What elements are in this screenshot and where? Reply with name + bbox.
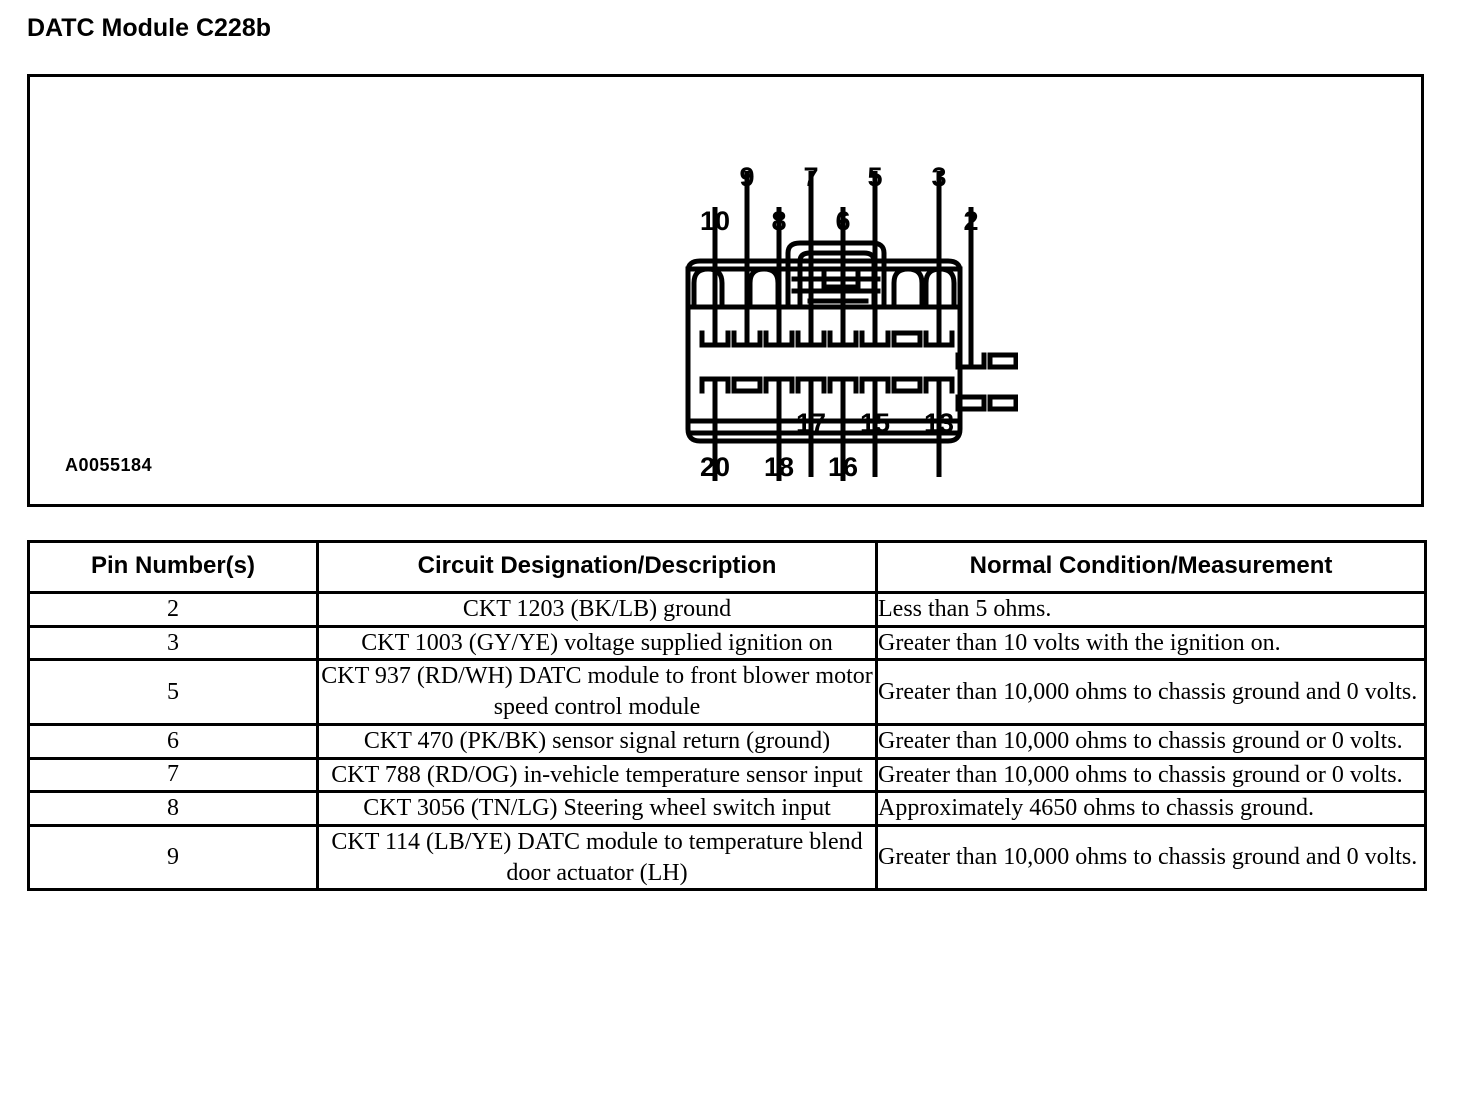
pin-callout-3: 3 [931,162,947,192]
connector-illustration [628,111,1018,481]
column-header-condition: Normal Condition/Measurement [875,540,1427,594]
pin-callout-20: 20 [699,452,731,482]
cell-pin-number: 3 [27,624,319,662]
pin-description-table: Pin Number(s) Circuit Designation/Descri… [27,540,1427,892]
pin-callout-18: 18 [763,452,795,482]
cell-description: CKT 1003 (GY/YE) voltage supplied igniti… [316,624,878,662]
table-row: 7 CKT 788 (RD/OG) in-vehicle temperature… [27,756,1427,794]
cell-pin-number: 9 [27,824,319,892]
table-row: 3 CKT 1003 (GY/YE) voltage supplied igni… [27,624,1427,662]
drawing-reference-code: A0055184 [65,455,153,475]
table-row: 6 CKT 470 (PK/BK) sensor signal return (… [27,722,1427,760]
column-header-description: Circuit Designation/Description [316,540,878,594]
pin-callout-8: 8 [771,206,787,236]
pin-callout-17: 17 [795,408,827,438]
pin-callout-15: 15 [859,408,891,438]
pin-callout-7: 7 [803,162,819,192]
pin-callout-9: 9 [739,162,755,192]
cell-condition: Approximately 4650 ohms to chassis groun… [875,790,1427,828]
cell-condition: Less than 5 ohms. [875,591,1427,628]
cell-condition: Greater than 10 volts with the ignition … [875,624,1427,662]
cell-pin-number: 8 [27,790,319,828]
cell-condition: Greater than 10,000 ohms to chassis grou… [875,658,1427,726]
cell-description: CKT 470 (PK/BK) sensor signal return (gr… [316,722,878,760]
table-row: 8 CKT 3056 (TN/LG) Steering wheel switch… [27,790,1427,828]
cell-description: CKT 1203 (BK/LB) ground [316,591,878,628]
cell-pin-number: 7 [27,756,319,794]
table-row: 5 CKT 937 (RD/WH) DATC module to front b… [27,658,1427,726]
pin-callout-5: 5 [867,162,883,192]
cell-condition: Greater than 10,000 ohms to chassis grou… [875,722,1427,760]
cell-description: CKT 788 (RD/OG) in-vehicle temperature s… [316,756,878,794]
table-header-row: Pin Number(s) Circuit Designation/Descri… [27,540,1427,594]
table-row: 9 CKT 114 (LB/YE) DATC module to tempera… [27,824,1427,892]
cell-description: CKT 114 (LB/YE) DATC module to temperatu… [316,824,878,892]
column-header-pin-number: Pin Number(s) [27,540,319,594]
table-row: 2 CKT 1203 (BK/LB) ground Less than 5 oh… [27,591,1427,628]
pin-callout-6: 6 [835,206,851,236]
cell-condition: Greater than 10,000 ohms to chassis grou… [875,824,1427,892]
cell-condition: Greater than 10,000 ohms to chassis grou… [875,756,1427,794]
page-title: DATC Module C228b [27,14,271,42]
pin-callout-16: 16 [827,452,859,482]
connector-diagram-panel: 9 7 5 3 10 8 6 2 17 15 13 20 18 16 A0055… [27,74,1424,507]
pin-callout-2: 2 [963,206,979,236]
cell-description: CKT 937 (RD/WH) DATC module to front blo… [316,658,878,726]
cell-description: CKT 3056 (TN/LG) Steering wheel switch i… [316,790,878,828]
cell-pin-number: 2 [27,591,319,628]
cell-pin-number: 6 [27,722,319,760]
pin-callout-10: 10 [699,206,731,236]
pin-callout-13: 13 [923,408,955,438]
cell-pin-number: 5 [27,658,319,726]
